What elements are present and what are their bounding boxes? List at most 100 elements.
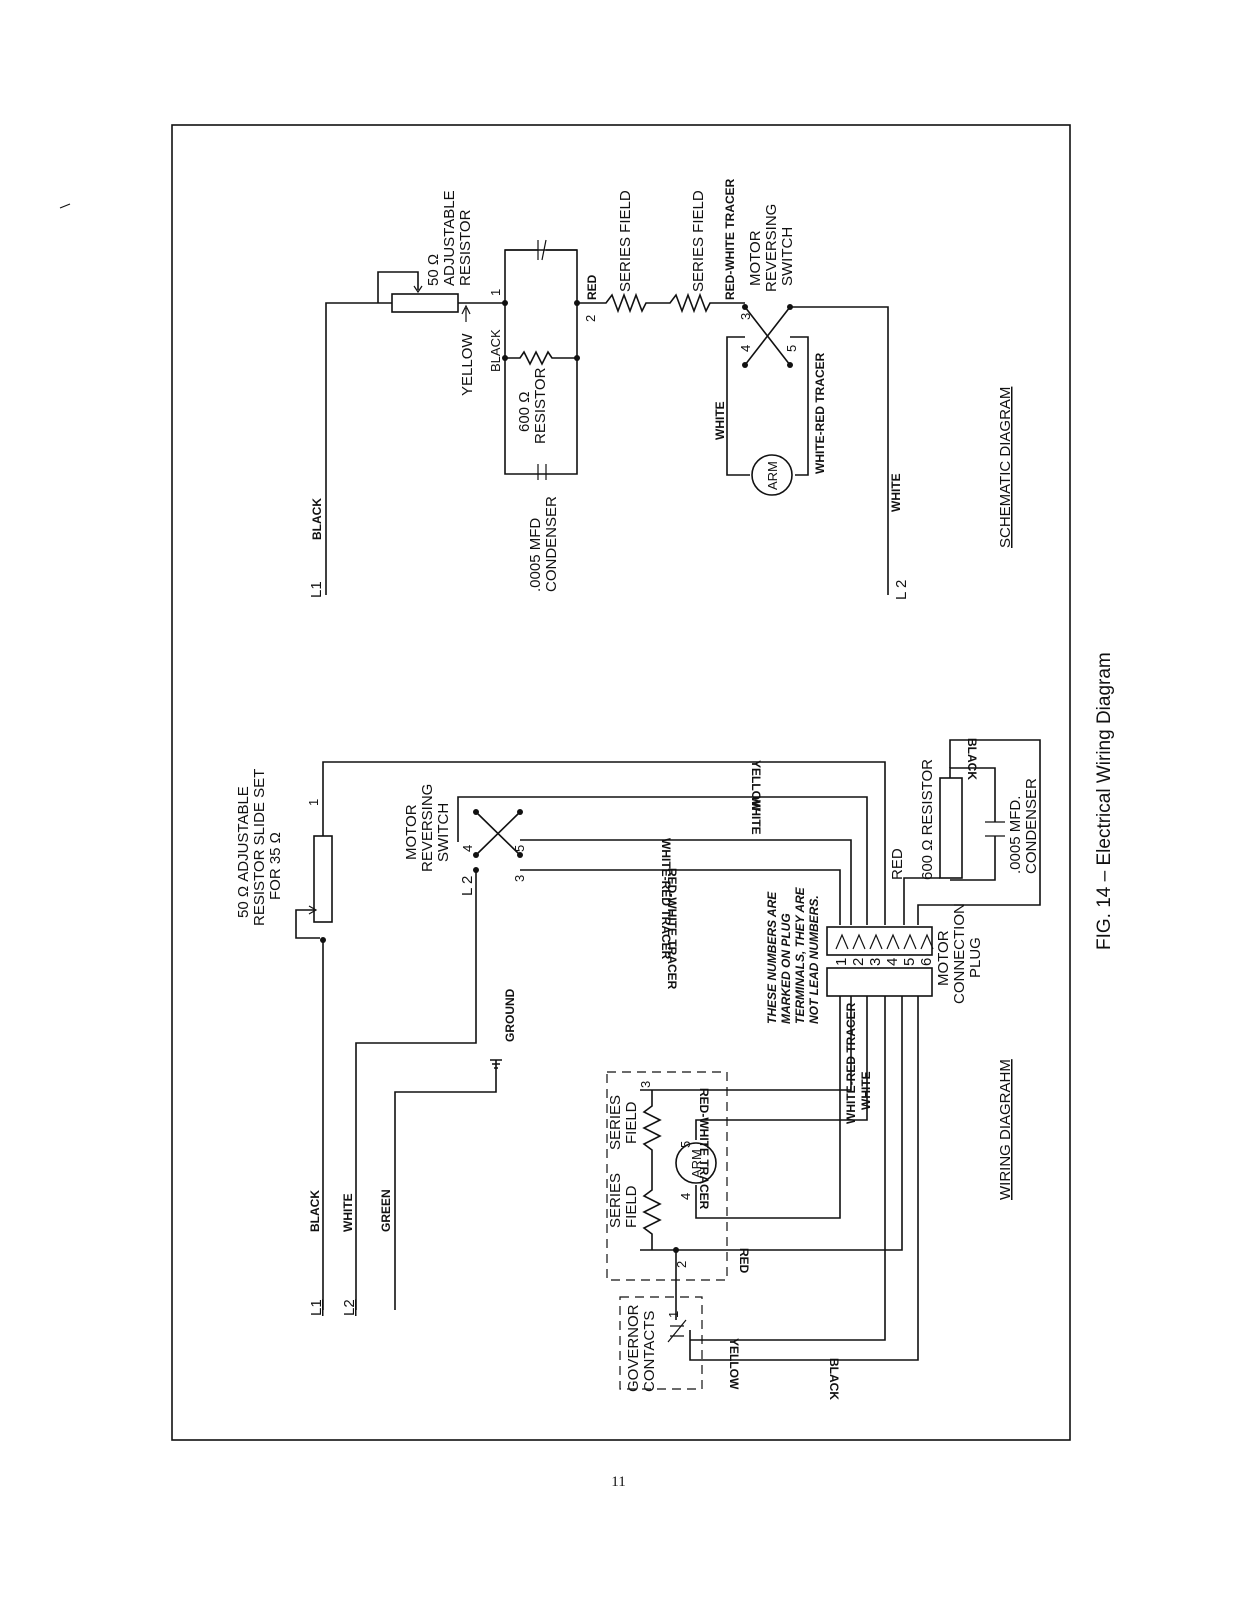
schematic-switch-line1: MOTOR [747, 230, 764, 286]
wiring-white-label: WHITE [341, 1193, 355, 1232]
schematic-arm-label: ARM [765, 461, 780, 490]
wiring-yellow-top: YELLOW [749, 760, 763, 812]
wiring-sf2: 2 [674, 1261, 689, 1268]
wiring-white-wire: WHITE [749, 796, 763, 835]
wiring-l2-switch-label: L 2 [459, 876, 476, 896]
wiring-sw3: 3 [512, 875, 527, 882]
schematic-sw5: 5 [784, 345, 799, 352]
wiring-condenser-line1: .0005 MFD. [1007, 796, 1024, 874]
wiring-black-bottom: BLACK [827, 1358, 841, 1400]
wiring-note-line2: MARKED ON PLUG [779, 913, 793, 1024]
wiring-switch-line1: MOTOR [403, 804, 420, 860]
schematic-condenser-line2: CONDENSER [543, 496, 560, 592]
wiring-red-white-tracer-bottom: RED-WHITE TRACER [697, 1088, 711, 1210]
wiring-governor-line1: GOVERNOR [625, 1304, 642, 1392]
wiring-switch-line3: SWITCH [435, 803, 452, 862]
schematic-diagram [325, 239, 889, 595]
schematic-white-label: WHITE [889, 473, 903, 512]
wiring-condenser-line2: CONDENSER [1023, 778, 1040, 874]
schematic-white-red-tracer: WHITE-RED TRACER [813, 352, 827, 474]
plug-number-3: 3 [867, 958, 884, 966]
wiring-plug-line1: MOTOR [935, 930, 952, 986]
schematic-series-field-2: SERIES FIELD [690, 190, 707, 292]
schematic-l1-label: L1 [308, 581, 325, 598]
schematic-resistor50-line3: RESISTOR [457, 209, 474, 286]
wiring-resistor600-label: 600 Ω RESISTOR [919, 759, 936, 880]
wiring-white-red-tracer-bottom: WHITE-RED TRACER [844, 1002, 858, 1124]
wiring-sf3: 3 [638, 1081, 653, 1088]
adjustable-resistor-symbol [391, 293, 459, 313]
schematic-condenser-line1: .0005 MFD [527, 518, 544, 592]
wiring-series-field-b1: SERIES [607, 1095, 624, 1150]
schematic-resistor50-line1: 50 Ω [425, 254, 442, 286]
armature-symbol-wiring [675, 1142, 717, 1184]
armature-symbol [751, 454, 793, 496]
wiring-note-line1: THESE NUMBERS ARE [765, 891, 779, 1024]
wiring-term1: 1 [306, 799, 321, 806]
wiring-resistor50-line1: 50 Ω ADJUSTABLE [235, 786, 252, 918]
schematic-black-label: BLACK [310, 498, 324, 540]
wiring-resistor50-line3: FOR 35 Ω [267, 832, 284, 900]
motor-connection-plug-top [826, 926, 933, 956]
wiring-ground-label: GROUND [503, 988, 517, 1042]
wiring-governor-line2: CONTACTS [641, 1311, 658, 1392]
schematic-yellow-label: YELLOW [459, 333, 476, 396]
schematic-node1: 1 [488, 289, 503, 296]
schematic-resistor600-line1: 600 Ω [516, 392, 533, 432]
schematic-series-field-1: SERIES FIELD [617, 190, 634, 292]
motor-dashed-enclosure [606, 1071, 728, 1281]
adjustable-resistor-symbol-wiring [313, 835, 333, 923]
wiring-diagram [295, 739, 1041, 1390]
schematic-red-label: RED [585, 274, 599, 300]
wiring-red-bottom: RED [737, 1248, 751, 1274]
figure-border [171, 124, 1071, 1441]
wiring-resistor50-line2: RESISTOR SLIDE SET [251, 769, 268, 926]
wiring-series-field-a1: SERIES [607, 1173, 624, 1228]
page-number: 11 [611, 1474, 626, 1490]
wiring-arm5: 5 [678, 1141, 693, 1148]
schematic-white-switch-label: WHITE [713, 401, 727, 440]
wiring-sw4: 4 [460, 845, 475, 852]
wiring-black-label: BLACK [308, 1190, 322, 1232]
wiring-green-label: GREEN [379, 1189, 393, 1232]
resistor-600-symbol [939, 777, 963, 879]
schematic-sw4: 4 [738, 345, 753, 352]
schematic-red-white-tracer: RED-WHITE TRACER [723, 178, 737, 300]
schematic-black-small-label: BLACK [488, 329, 503, 372]
schematic-l2-label: L 2 [893, 580, 910, 600]
wiring-yellow-bottom: YELLOW [727, 1338, 741, 1390]
wiring-plug-line2: CONNECTION [951, 903, 968, 1004]
schematic-resistor50-line2: ADJUSTABLE [441, 190, 458, 286]
wiring-series-field-b2: FIELD [623, 1101, 640, 1144]
wiring-l1-label: L1 [308, 1299, 325, 1316]
wiring-title: WIRING DIAGRAHM [997, 1059, 1014, 1200]
schematic-title: SCHEMATIC DIAGRAM [997, 387, 1014, 548]
wiring-red-label: RED [889, 848, 906, 880]
plug-number-5: 5 [901, 958, 918, 966]
figure-caption: FIG. 14 – Electrical Wiring Diagram [1094, 652, 1115, 950]
wiring-sw5: 5 [512, 845, 527, 852]
wiring-black-top: BLACK [965, 738, 979, 780]
wiring-arm-label: ARM [689, 1149, 704, 1178]
wiring-series-field-a2: FIELD [623, 1185, 640, 1228]
plug-number-6: 6 [918, 958, 935, 966]
governor-dashed-enclosure [619, 1296, 703, 1390]
plug-number-1: 1 [833, 958, 850, 966]
stray-mark [59, 203, 71, 209]
wiring-gov1: 1 [666, 1311, 681, 1318]
schematic-resistor600-line2: RESISTOR [532, 367, 549, 444]
motor-connection-plug-bottom [826, 967, 933, 997]
wiring-l2-label: L2 [341, 1299, 358, 1316]
wiring-note-line4: NOT LEAD NUMBERS. [807, 895, 821, 1024]
schematic-switch-line2: REVERSING [763, 204, 780, 292]
schematic-sw3: 3 [738, 313, 753, 320]
wiring-white-bottom: WHITE [859, 1071, 873, 1110]
wiring-red-white-tracer-wire: RED-WHITE TRACER [665, 868, 679, 990]
wiring-switch-line2: REVERSING [419, 784, 436, 872]
wiring-arm4: 4 [678, 1193, 693, 1200]
schematic-node2: 2 [583, 315, 598, 322]
schematic-switch-line3: SWITCH [779, 227, 796, 286]
wiring-white-red-tracer-wire: WHITE-RED TRACER [659, 838, 673, 960]
wiring-plug-line3: PLUG [967, 937, 984, 978]
